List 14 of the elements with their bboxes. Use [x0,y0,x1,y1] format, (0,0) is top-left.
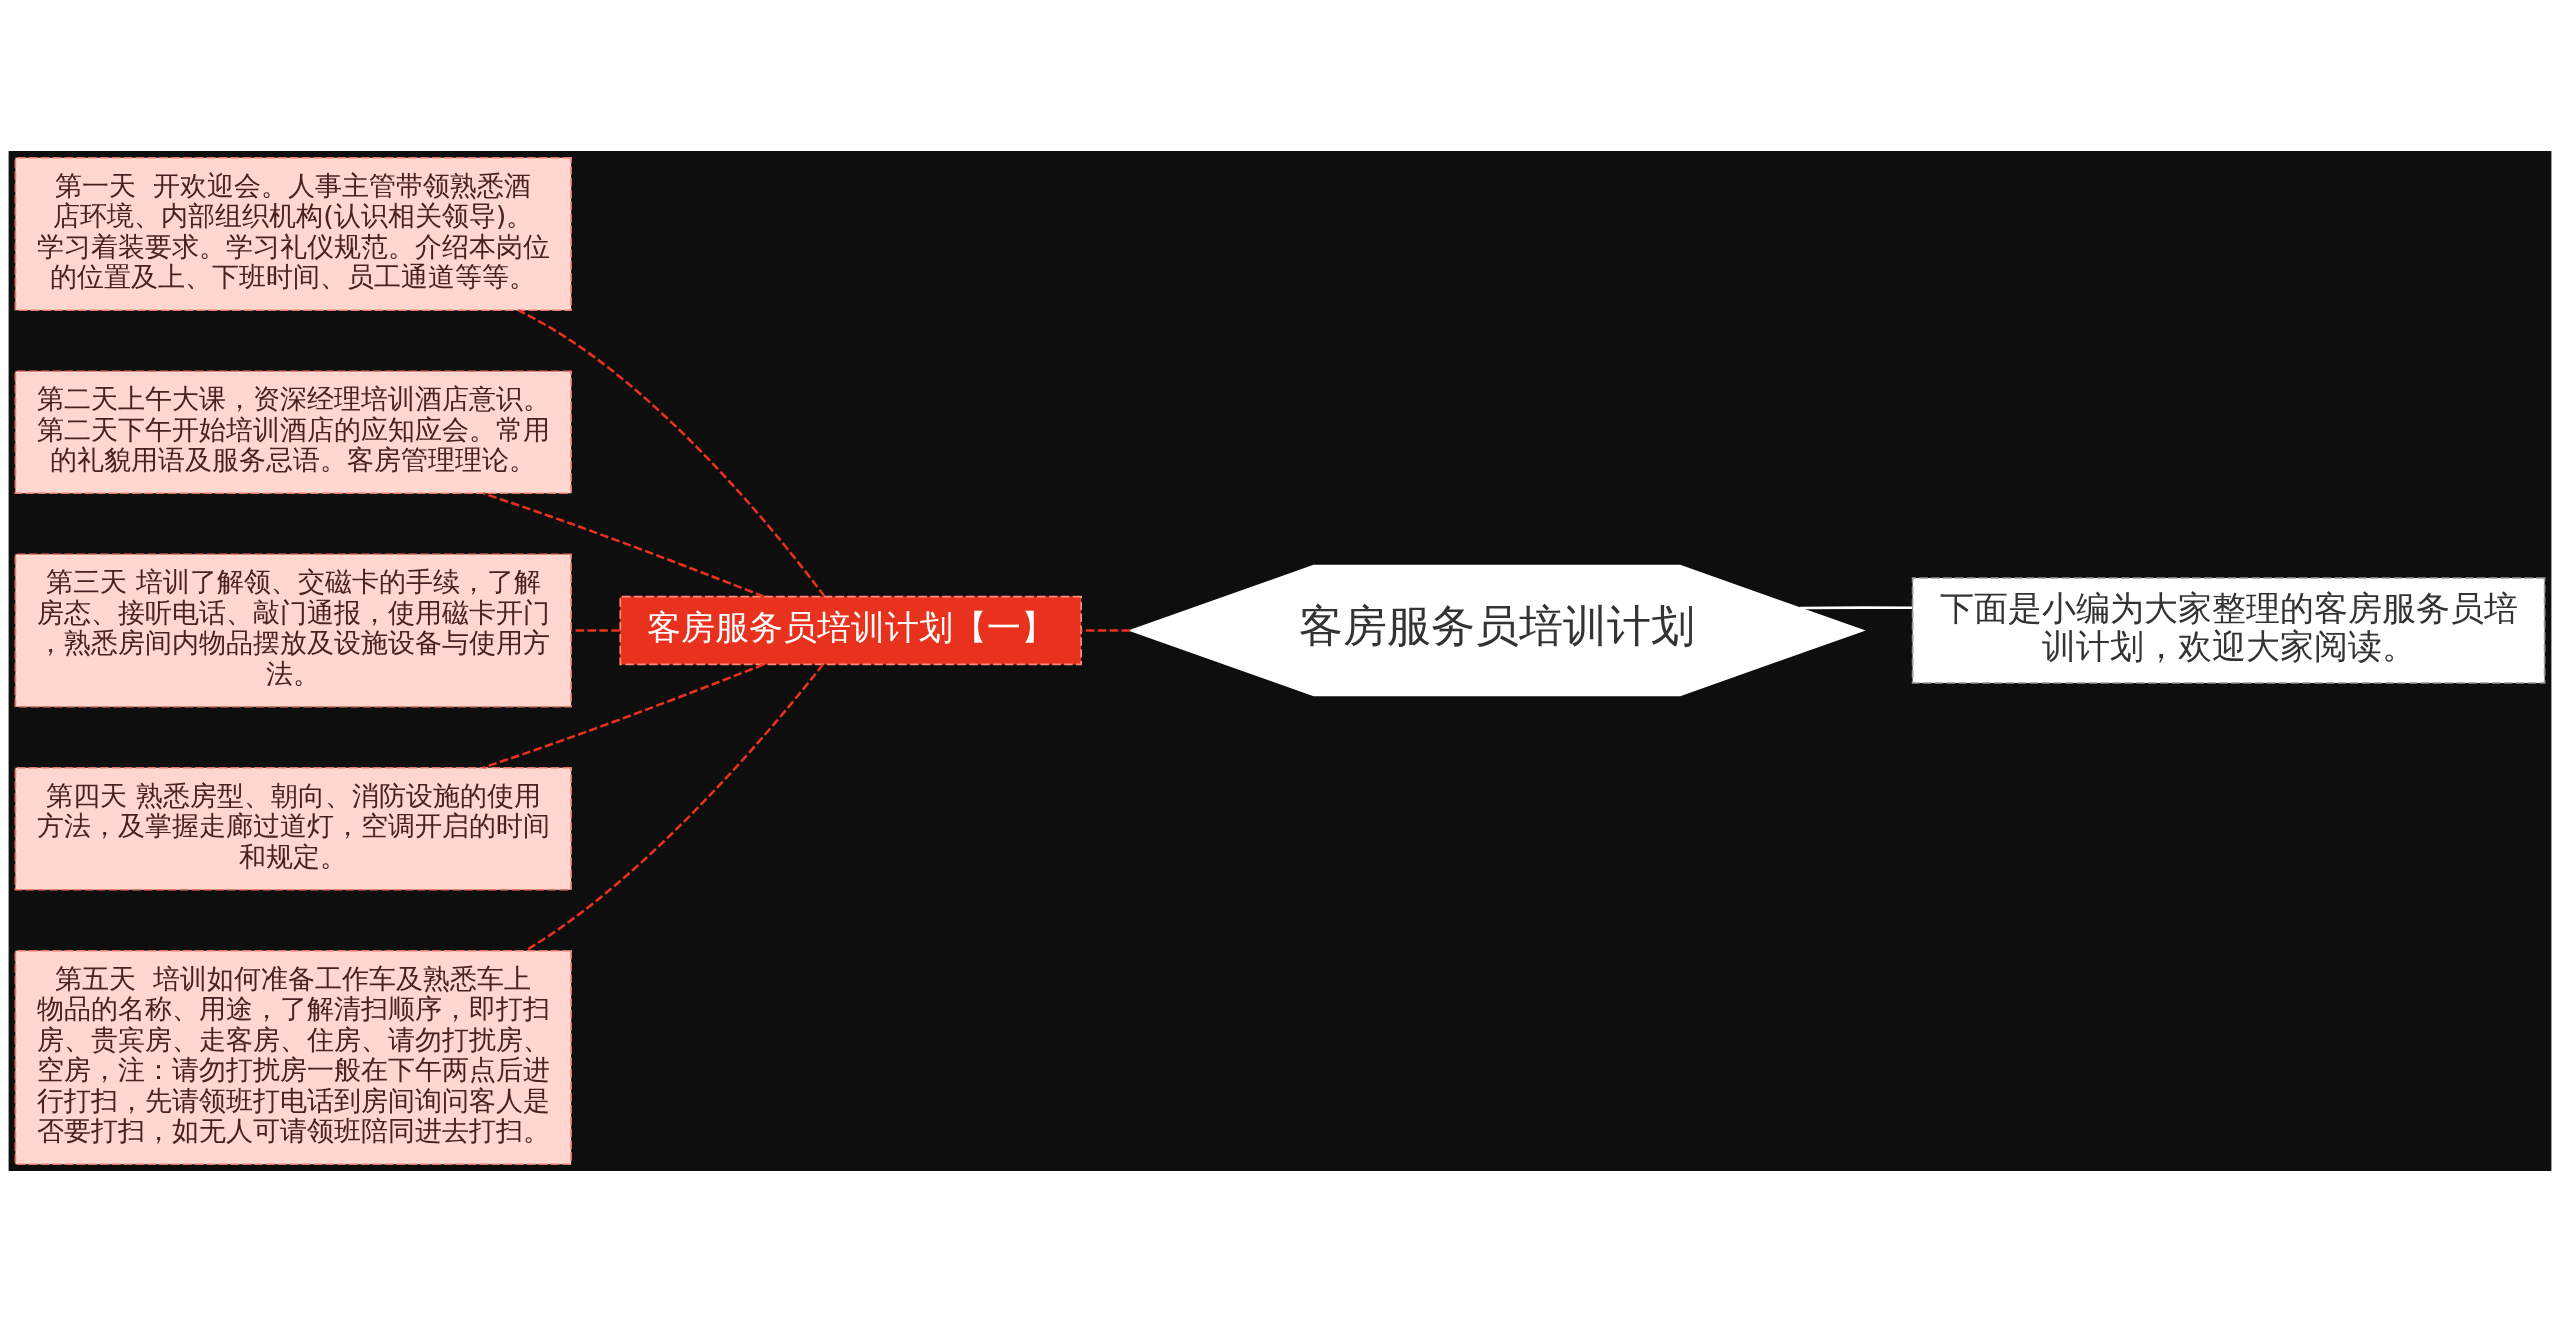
connector [1081,628,1131,632]
connector [482,662,765,769]
node-box: 第二天上午大课，资深经理培训酒店意识。第二天下午开始培训酒店的应知应会。常用的礼貌用语及服务忌语。客房管理理论。 [14,369,572,494]
connector [1799,605,1913,609]
connector [518,308,826,597]
connector [482,491,765,598]
node-box: 第四天 熟悉房型、朝向、消防设施的使用方法，及掌握走廊过道灯，空调开启的时间和规定。 [14,766,572,891]
node-box: 第五天 培训如何准备工作车及熟悉车上物品的名称、用途，了解清扫顺序，即打扫房、贵宾房、走客房、住房、请勿打扰房、空房，注：请勿打扰房一般在下午两点后进行打扫，先请领班打电话到房间询问客人是否要打扫，如无人可请领班陪同进去打扫。 [14,949,572,1165]
node-box: 客房服务员培训计划【一】 [619,595,1082,665]
connector [525,663,824,951]
node-box: 第三天 培训了解领、交磁卡的手续，了解房态、接听电话、敲门通报，使用磁卡开门，熟悉房间内物品摆放及设施设备与使用方法。 [14,552,572,708]
node-box: 下面是小编为大家整理的客房服务员培训计划，欢迎大家阅读。 [1911,576,2546,684]
node-box: 第一天 开欢迎会。人事主管带领熟悉酒店环境、内部组织机构(认识相关领导)。学习着装要求。学习礼仪规范。介绍本岗位的位置及上、下班时间、员工通道等等。 [14,156,572,311]
connector [571,628,620,632]
